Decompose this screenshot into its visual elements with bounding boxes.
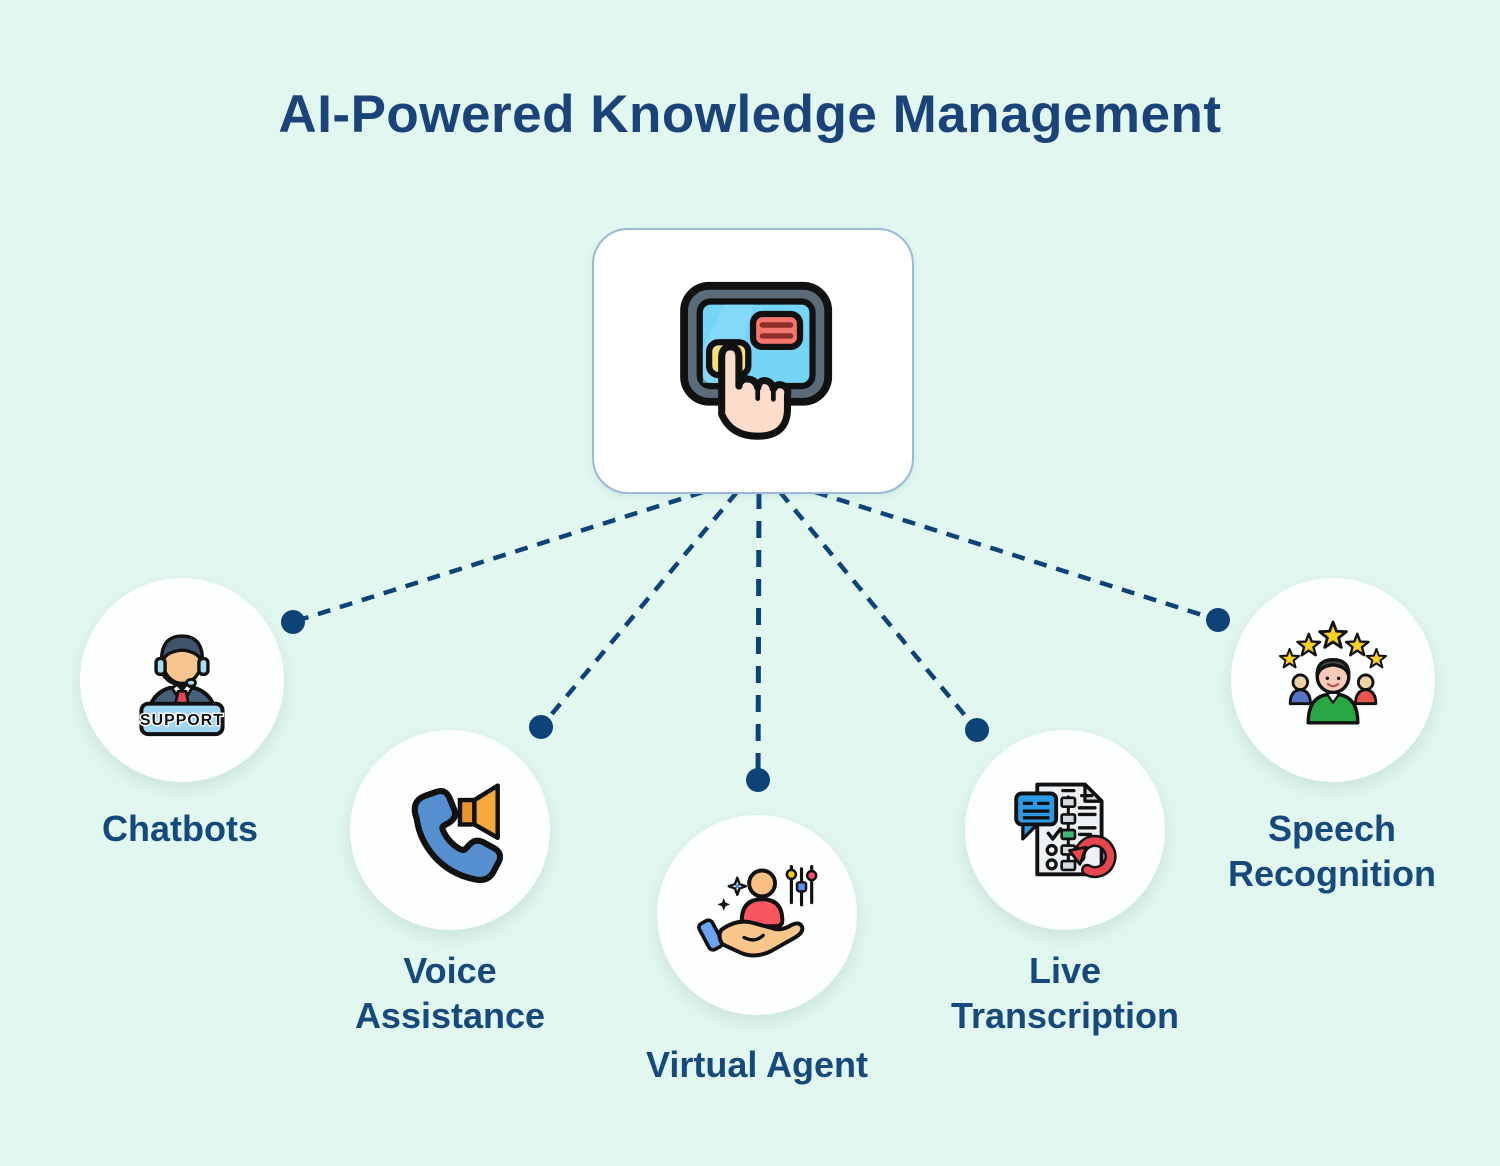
node-label-voice-assistance: Voice Assistance bbox=[354, 950, 546, 1036]
page-title: AI-Powered Knowledge Management bbox=[278, 85, 1222, 144]
node-circle-voice-assistance bbox=[350, 730, 550, 930]
phone-speaker-icon bbox=[411, 783, 504, 883]
connector-dot bbox=[529, 715, 553, 739]
touch-tablet-icon bbox=[680, 281, 833, 440]
node-circle-live-transcription bbox=[965, 730, 1165, 930]
connector-dot bbox=[965, 718, 989, 742]
connector-line-speech-recognition bbox=[814, 489, 1219, 623]
connector-line-live-transcription bbox=[778, 490, 979, 732]
node-label-virtual-agent: Virtual Agent bbox=[645, 1044, 869, 1085]
node-label-speech-recognition: Speech Recognition bbox=[1228, 808, 1436, 894]
connector-line-voice-assistance bbox=[539, 490, 739, 729]
connector-dot bbox=[281, 610, 305, 634]
support-agent-icon: SUPPORT bbox=[139, 634, 225, 737]
node-label-live-transcription: Live Transcription bbox=[950, 950, 1180, 1036]
hand-holding-person-icon bbox=[697, 864, 818, 958]
connector-line-chatbots bbox=[292, 489, 704, 625]
transcript-document-icon bbox=[1014, 782, 1117, 879]
support-sign-text: SUPPORT bbox=[140, 712, 224, 729]
connector-dot bbox=[746, 768, 770, 792]
center-node-card bbox=[592, 228, 914, 494]
node-label-chatbots: Chatbots bbox=[102, 808, 258, 849]
node-circle-virtual-agent bbox=[657, 815, 857, 1015]
rated-person-icon bbox=[1278, 620, 1388, 725]
connector-dot bbox=[1206, 608, 1230, 632]
node-circle-chatbots: SUPPORT bbox=[80, 578, 284, 782]
node-circle-speech-recognition bbox=[1231, 578, 1435, 782]
connector-line-virtual-agent bbox=[755, 491, 762, 781]
